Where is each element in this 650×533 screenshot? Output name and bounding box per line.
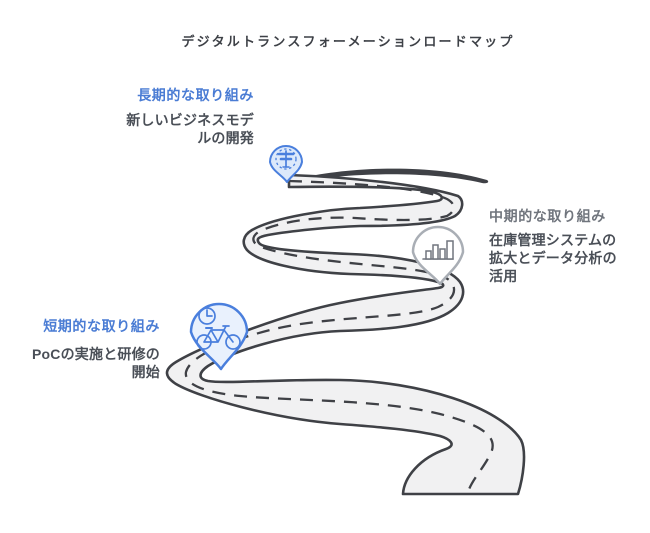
- bicycle-icon: [196, 325, 241, 350]
- clock-icon: [198, 307, 216, 325]
- milestone-short-term: 短期的な取り組み PoCの実施と研修の開始: [24, 317, 160, 381]
- pin-mid-term: [411, 225, 465, 286]
- milestone-heading: 長期的な取り組み: [137, 87, 254, 103]
- milestone-heading: 中期的な取り組み: [489, 208, 606, 224]
- milestone-long-term: 長期的な取り組み 新しいビジネスモデルの開発: [118, 86, 254, 147]
- milestone-body: 在庫管理システムの拡大とデータ分析の活用: [489, 232, 617, 284]
- bar-chart-icon: [422, 240, 454, 260]
- milestone-body: PoCの実施と研修の開始: [32, 346, 160, 380]
- milestone-body: 新しいビジネスモデルの開発: [126, 112, 254, 146]
- signpost-icon: [277, 150, 295, 168]
- pin-long-term: [269, 145, 303, 183]
- page-title: デジタルトランスフォーメーションロードマップ: [181, 34, 515, 49]
- milestone-heading: 短期的な取り組み: [43, 318, 160, 334]
- road-path: [165, 173, 526, 496]
- dashed-circle: [275, 148, 297, 170]
- road-horizon-edge: [297, 168, 489, 184]
- pin-short-term: [189, 302, 249, 371]
- road-center-dashes: [184, 179, 494, 493]
- milestone-mid-term: 中期的な取り組み 在庫管理システムの拡大とデータ分析の活用: [489, 207, 620, 285]
